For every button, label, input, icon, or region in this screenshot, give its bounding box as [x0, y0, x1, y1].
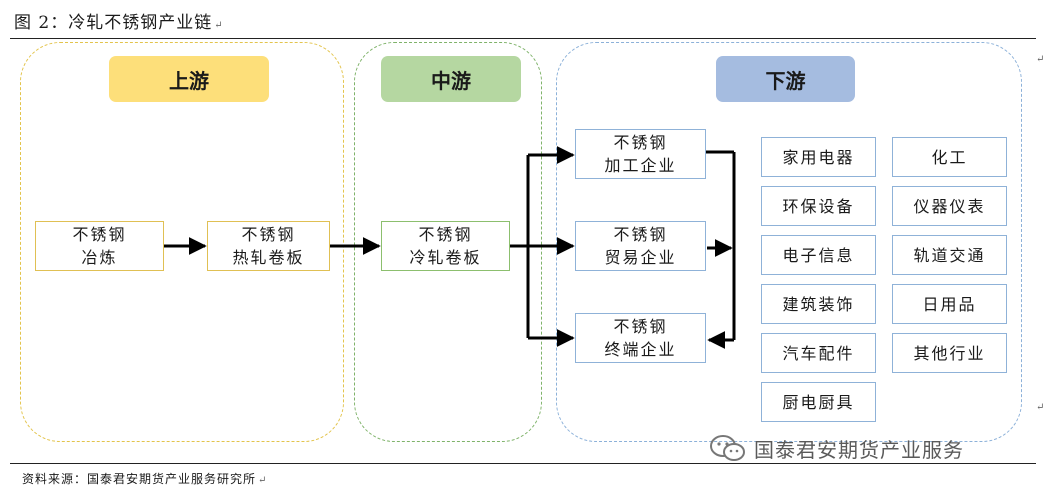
node-cold-rolled-line2: 冷轧卷板: [409, 248, 482, 267]
industry-home-appliances: 家用电器: [761, 137, 876, 177]
node-hot-rolled-line2: 热轧卷板: [232, 248, 305, 267]
node-hot-rolled-coil: 不锈钢热轧卷板: [207, 221, 330, 271]
node-trading-line2: 贸易企业: [604, 248, 677, 267]
node-trading-enterprise: 不锈钢贸易企业: [575, 221, 706, 271]
node-processing-enterprise: 不锈钢加工企业: [575, 129, 706, 179]
figure-title: 图 2：冷轧不锈钢产业链↵: [14, 8, 224, 33]
downstream-panel: [556, 42, 1022, 442]
bottom-rule: [10, 463, 1036, 464]
upstream-panel: [20, 42, 344, 442]
figure-title-text: 图 2：冷轧不锈钢产业链: [14, 13, 213, 33]
downstream-header: 下游: [716, 56, 855, 102]
industry-environmental-equipment: 环保设备: [761, 186, 876, 226]
industry-kitchen-appliances: 厨电厨具: [761, 382, 876, 422]
wechat-icon: [710, 435, 745, 461]
upstream-header: 上游: [109, 56, 269, 102]
industry-other: 其他行业: [892, 333, 1007, 373]
node-smelting-line2: 冶炼: [81, 248, 118, 267]
industry-electronics-information: 电子信息: [761, 235, 876, 275]
industry-instruments: 仪器仪表: [892, 186, 1007, 226]
industry-rail-transit: 轨道交通: [892, 235, 1007, 275]
watermark: 国泰君安期货产业服务: [708, 431, 1038, 465]
node-terminal-line2: 终端企业: [604, 340, 677, 359]
node-processing-line1: 不锈钢: [613, 133, 668, 152]
node-cold-rolled-coil: 不锈钢冷轧卷板: [381, 221, 510, 271]
node-hot-rolled-line1: 不锈钢: [241, 225, 296, 244]
paragraph-mark: ↵: [214, 20, 224, 31]
paragraph-mark-right-2: ↵: [1036, 402, 1045, 413]
industry-building-decoration: 建筑装饰: [761, 284, 876, 324]
industry-chemical: 化工: [892, 137, 1007, 177]
node-terminal-line1: 不锈钢: [613, 317, 668, 336]
midstream-panel: [354, 42, 542, 442]
midstream-header: 中游: [381, 56, 521, 102]
node-smelting: 不锈钢冶炼: [35, 221, 164, 271]
node-trading-line1: 不锈钢: [613, 225, 668, 244]
source-note: 资料来源：国泰君安期货产业服务研究所↵: [22, 470, 267, 487]
watermark-text: 国泰君安期货产业服务: [754, 437, 964, 462]
paragraph-mark-source: ↵: [258, 475, 268, 486]
node-smelting-line1: 不锈钢: [72, 225, 127, 244]
industry-auto-parts: 汽车配件: [761, 333, 876, 373]
top-rule: [10, 38, 1036, 39]
node-cold-rolled-line1: 不锈钢: [418, 225, 473, 244]
source-note-text: 资料来源：国泰君安期货产业服务研究所: [22, 472, 257, 486]
paragraph-mark-right-1: ↵: [1036, 54, 1045, 65]
node-processing-line2: 加工企业: [604, 156, 677, 175]
industry-daily-necessities: 日用品: [892, 284, 1007, 324]
node-terminal-enterprise: 不锈钢终端企业: [575, 313, 706, 363]
